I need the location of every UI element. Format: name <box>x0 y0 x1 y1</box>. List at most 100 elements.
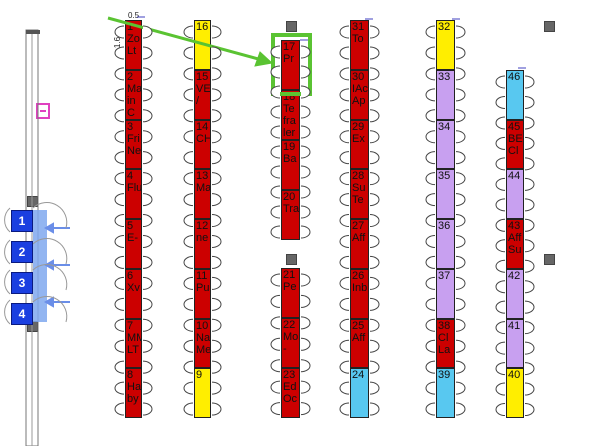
stall-15[interactable]: 15 VE / <box>194 69 211 120</box>
stall-18[interactable]: 18 Te fra ler <box>281 90 300 140</box>
stall-label: 42 <box>508 269 521 282</box>
entrance-door-1[interactable]: 1 <box>11 210 33 232</box>
stall-16[interactable]: 16 <box>194 20 211 70</box>
stall-30[interactable]: 30 IAc Ap <box>350 69 369 120</box>
entrance-door-2[interactable]: 2 <box>11 241 33 263</box>
stall-label: 4 Flu <box>127 170 142 195</box>
stall-label: 15 VE / <box>196 70 211 107</box>
stall-43[interactable]: 43 Aff Su <box>506 219 524 269</box>
stall-label: 44 <box>508 170 521 183</box>
stall-label: 19 Ba <box>283 141 297 165</box>
stall-label: 8 Ha by <box>127 369 142 406</box>
stall-label: 36 <box>438 220 451 232</box>
stall-label: 13 Ma <box>196 170 211 195</box>
stall-36[interactable]: 36 <box>436 219 455 269</box>
stall-17[interactable]: 17 Pr <box>281 40 300 90</box>
stall-label: 39 <box>438 369 451 382</box>
stall-6[interactable]: 6 Xv <box>125 268 142 319</box>
stall-label: 5 E- <box>127 220 138 244</box>
stall-label: 30 IAc Ap <box>352 70 368 107</box>
pillar <box>27 196 38 207</box>
stall-13[interactable]: 13 Ma <box>194 169 211 219</box>
stall-label: 40 <box>508 369 521 382</box>
stall-label: 23 Ed Oc <box>283 369 298 405</box>
stall-label: 9 <box>196 369 203 382</box>
stall-label: 6 Xv <box>127 269 140 294</box>
stall-label: 16 <box>196 21 209 33</box>
stall-4[interactable]: 4 Flu <box>125 169 142 219</box>
selected-stall-highlight <box>271 33 312 96</box>
stall-19[interactable]: 19 Ba <box>281 140 300 190</box>
stall-9[interactable]: 9 <box>194 368 211 418</box>
stall-label: 37 <box>438 269 451 282</box>
stall-5[interactable]: 5 E- <box>125 219 142 269</box>
stall-21[interactable]: 21 Pe <box>281 268 300 318</box>
stall-2[interactable]: 2 Ma in C <box>125 69 142 120</box>
stall-39[interactable]: 39 <box>436 368 455 418</box>
stall-45[interactable]: 45 BE Cl <box>506 119 524 170</box>
stall-8[interactable]: 8 Ha by <box>125 368 142 418</box>
stall-40[interactable]: 40 <box>506 368 524 418</box>
stall-label: 46 <box>508 71 521 83</box>
pillar <box>286 21 297 32</box>
stall-32[interactable]: 32 <box>436 20 455 70</box>
stall-44[interactable]: 44 <box>506 169 524 220</box>
stall-41[interactable]: 41 <box>506 318 524 369</box>
stall-label: 35 <box>438 170 451 183</box>
stall-35[interactable]: 35 <box>436 169 455 219</box>
stall-label: 38 Cl La <box>438 319 451 356</box>
pillar <box>544 21 555 32</box>
dimension-top: 0.5 <box>128 11 140 20</box>
stall-label: 28 Su Te <box>352 170 366 207</box>
stall-25[interactable]: 25 Aff <box>350 318 369 369</box>
stall-label: 45 BE Cl <box>508 120 523 157</box>
stall-label: 1 Zo Lt <box>127 21 140 57</box>
stall-label: 12 ne <box>196 220 209 244</box>
stall-label: 3 Fri Ne <box>127 120 142 157</box>
stall-3[interactable]: 3 Fri Ne <box>125 119 142 170</box>
stall-22[interactable]: 22 Mo - <box>281 318 300 368</box>
stall-label: 24 <box>352 369 365 382</box>
stall-label: 20 Tra <box>283 191 300 215</box>
pillar <box>544 254 555 265</box>
stall-42[interactable]: 42 <box>506 268 524 319</box>
stall-27[interactable]: 27 Aff <box>350 219 369 269</box>
stall-label: 7 MM LT <box>127 319 141 356</box>
stall-label: 32 <box>438 21 451 33</box>
stall-34[interactable]: 34 <box>436 119 455 170</box>
stall-29[interactable]: 29 Ex <box>350 119 369 170</box>
stall-46[interactable]: 46 <box>506 70 524 120</box>
stall-10[interactable]: 10 Na Me <box>194 318 211 369</box>
stairs-icon[interactable] <box>36 103 50 119</box>
stall-37[interactable]: 37 <box>436 268 455 319</box>
entrance-door-3[interactable]: 3 <box>11 272 33 294</box>
stall-label: 14 CH <box>196 120 211 145</box>
pillar <box>286 254 297 265</box>
stall-38[interactable]: 38 Cl La <box>436 318 455 369</box>
stall-24[interactable]: 24 <box>350 368 369 418</box>
stall-label: 43 Aff Su <box>508 220 522 257</box>
stall-31[interactable]: 31 To <box>350 20 369 70</box>
stall-23[interactable]: 23 Ed Oc <box>281 368 300 418</box>
dimension-side: 1.6 <box>113 36 123 49</box>
stall-label: 11 Pu <box>196 269 210 294</box>
entrance-door-4[interactable]: 4 <box>11 303 33 325</box>
stall-label: 21 Pe <box>283 269 297 293</box>
stall-14[interactable]: 14 CH <box>194 119 211 170</box>
stall-11[interactable]: 11 Pu <box>194 268 211 319</box>
stall-label: 27 Aff <box>352 220 366 244</box>
stall-label: 22 Mo - <box>283 319 299 355</box>
stall-26[interactable]: 26 Inb <box>350 268 369 319</box>
stall-12[interactable]: 12 ne <box>194 219 211 269</box>
stall-28[interactable]: 28 Su Te <box>350 169 369 219</box>
stall-label: 25 Aff <box>352 319 366 344</box>
stall-label: 10 Na Me <box>196 319 211 356</box>
stall-label: 18 Te fra ler <box>283 91 296 139</box>
stall-7[interactable]: 7 MM LT <box>125 318 142 369</box>
stall-label: 33 <box>438 70 451 83</box>
stall-1[interactable]: 1 Zo Lt <box>125 20 142 70</box>
stall-33[interactable]: 33 <box>436 69 455 120</box>
stall-label: 34 <box>438 120 451 133</box>
stall-20[interactable]: 20 Tra <box>281 190 300 240</box>
